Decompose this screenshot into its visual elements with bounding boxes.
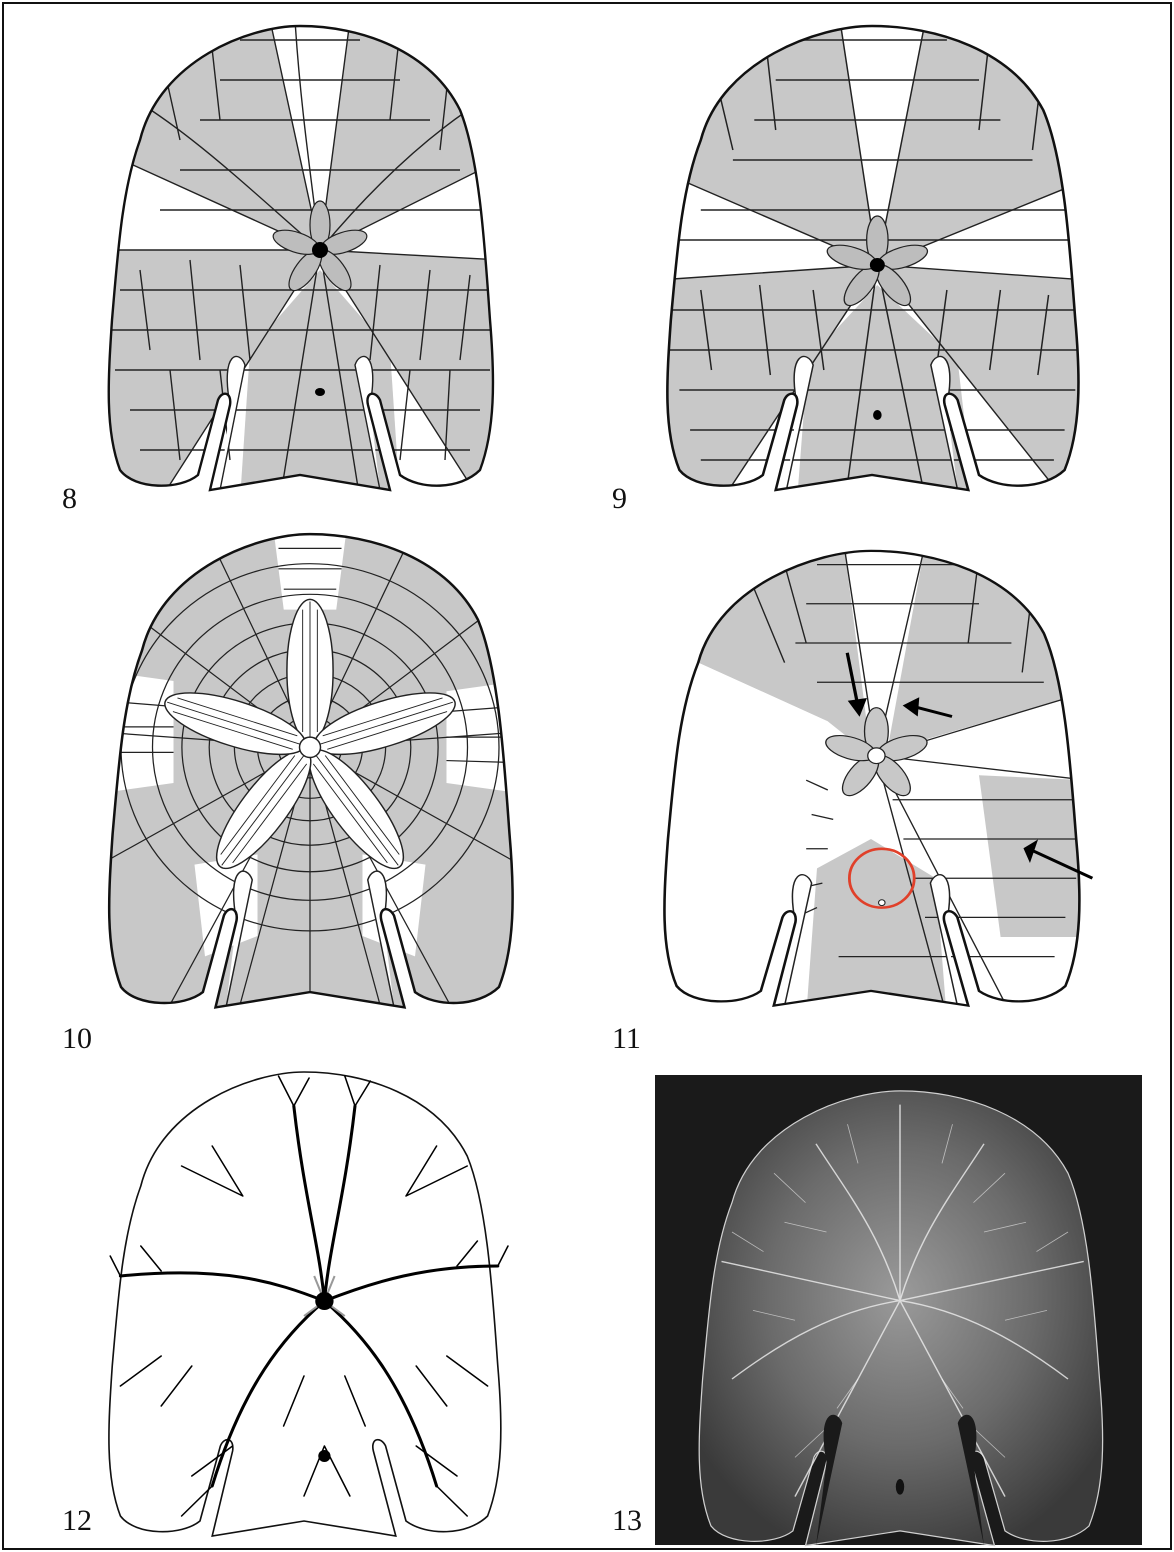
periproct	[879, 900, 885, 906]
apical-disc	[868, 748, 885, 764]
peristome	[315, 1292, 333, 1310]
apical-disc	[312, 242, 328, 258]
panel-label: 9	[612, 482, 627, 515]
panel-10	[100, 528, 520, 1018]
panel-label: 10	[62, 1022, 92, 1055]
panel-label: 12	[62, 1504, 92, 1537]
ambulacrum-white	[100, 671, 174, 793]
panel-12	[109, 1072, 508, 1536]
apical-disc	[300, 737, 321, 757]
panel-label: 13	[612, 1504, 642, 1537]
panel-13-photograph	[655, 1075, 1142, 1546]
periproct	[315, 388, 325, 396]
panel-8	[100, 20, 500, 500]
periproct	[873, 410, 882, 420]
panel-label: 8	[62, 482, 77, 515]
periproct	[318, 1450, 330, 1462]
apical-disc	[870, 258, 885, 272]
panel-label: 11	[612, 1022, 641, 1055]
panel-9	[658, 20, 1086, 500]
panel-11	[655, 545, 1092, 1015]
